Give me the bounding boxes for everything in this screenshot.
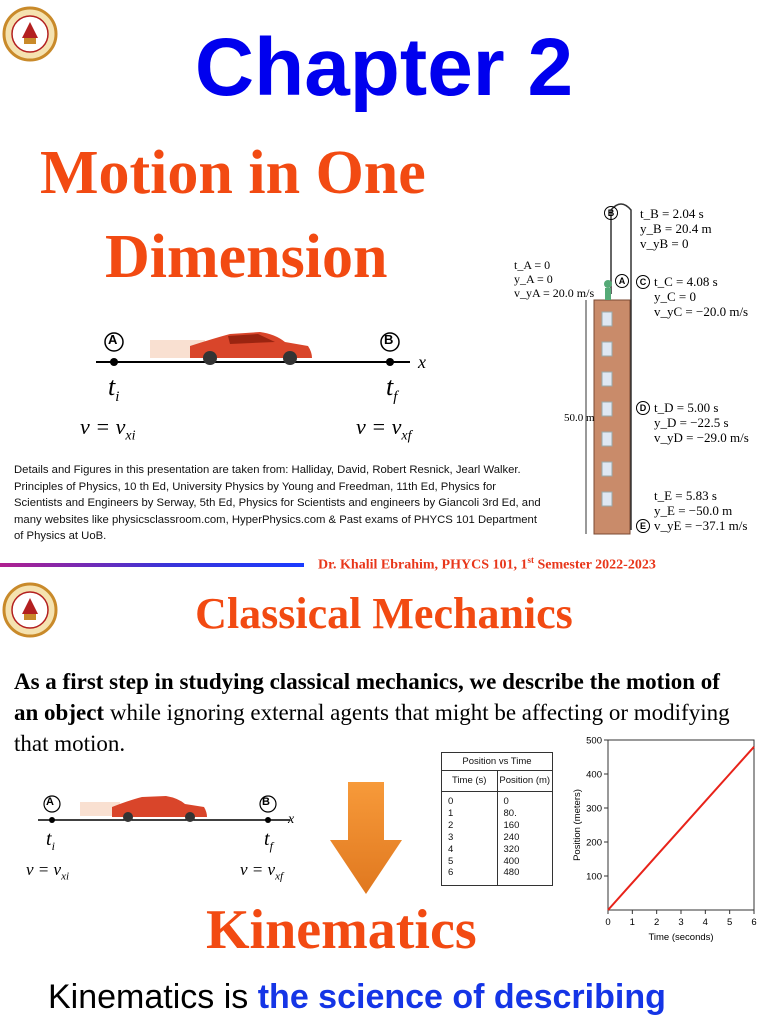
point-a-label-2: A [46,796,54,808]
table-cell: 2 [448,819,454,831]
table-cell: 1 [448,807,454,819]
col-header-time: Time (s) [442,771,497,792]
y-tick-label: 500 [586,736,602,747]
y-tick-label: 200 [586,838,602,849]
x-tick-label: 1 [630,917,635,928]
axis-x-label: x [418,352,426,372]
chapter-title: Chapter 2 [194,22,574,113]
table-cell: 6 [448,867,454,879]
table-cell: 320 [503,843,520,855]
x-tick-label: 6 [751,917,756,928]
t-initial-label-2: ti [46,828,55,853]
chapter-subtitle-line1: Motion in One [40,139,426,207]
intro-paragraph: As a first step in studying classical me… [14,669,730,756]
down-arrow-icon [330,782,402,894]
table-cell: 80. [503,807,517,819]
axis-x-label-2: x [288,812,295,827]
v-final-label-2: v = vxf [240,860,284,883]
x-axis-label: Time (seconds) [648,932,713,943]
x-tick-label: 5 [727,917,732,928]
tower-point-d: D [636,401,650,415]
divider [0,563,304,567]
x-tick-label: 4 [703,917,708,928]
university-logo-2 [2,582,58,638]
credits-text: Details and Figures in this presentation… [14,464,541,542]
table-cell: 480 [503,867,520,879]
table-cell: 400 [503,855,520,867]
car-motion-figure [96,332,410,366]
footer-credit: Dr. Khalil Ebrahim, PHYCS 101, 1st Semes… [318,555,656,573]
tower-point-e: E [636,519,650,533]
table-cell: 5 [448,855,454,867]
t-initial-label: ti [108,372,120,406]
point-b-label: B [384,332,394,347]
series-line [607,746,755,911]
y-tick-label: 400 [586,770,602,781]
car-icon [150,332,312,365]
car-icon-2 [80,796,207,822]
t-final-label: tf [386,372,398,406]
col-header-position: Position (m) [497,771,552,792]
height-label: 50.0 m [564,412,595,424]
table-cell: 3 [448,831,454,843]
v-initial-label: v = vxi [80,414,136,444]
kinematics-heading: Kinematics [206,899,477,961]
tower-point-c: C [636,275,650,289]
chapter-subtitle-line2: Dimension [105,223,388,291]
point-a-label: A [108,332,118,347]
y-tick-label: 100 [586,872,602,883]
tower-point-a: A [615,274,629,288]
point-b-label-2: B [262,796,270,808]
table-cell: 4 [448,843,454,855]
v-initial-label-2: v = vxi [26,860,70,883]
position-column: Position (m) 0 80. 160 240 320 400 480 [496,771,552,885]
tower-point-b: B [604,206,618,220]
table-cell: 160 [503,819,520,831]
y-axis-label: Position (meters) [572,789,583,861]
table-cell: 240 [503,831,520,843]
table-cell: 0 [503,796,509,807]
time-column: Time (s) 0 1 2 3 4 5 6 [442,771,497,885]
t-final-label-2: tf [264,828,273,853]
kinematics-definition: Kinematics is the science of describing [48,978,666,1016]
tower-figure [585,203,632,535]
y-tick-label: 300 [586,804,602,815]
section-title: Classical Mechanics [195,589,573,638]
position-time-table: Position vs Time Time (s) 0 1 2 3 4 5 6 … [441,752,553,886]
car-motion-figure-2 [38,795,290,823]
table-cell: 0 [448,796,454,807]
x-tick-label: 0 [605,917,610,928]
university-logo [2,6,58,62]
x-tick-label: 2 [654,917,659,928]
table-title: Position vs Time [442,753,552,771]
v-final-label: v = vxf [356,414,412,444]
x-tick-label: 3 [678,917,683,928]
